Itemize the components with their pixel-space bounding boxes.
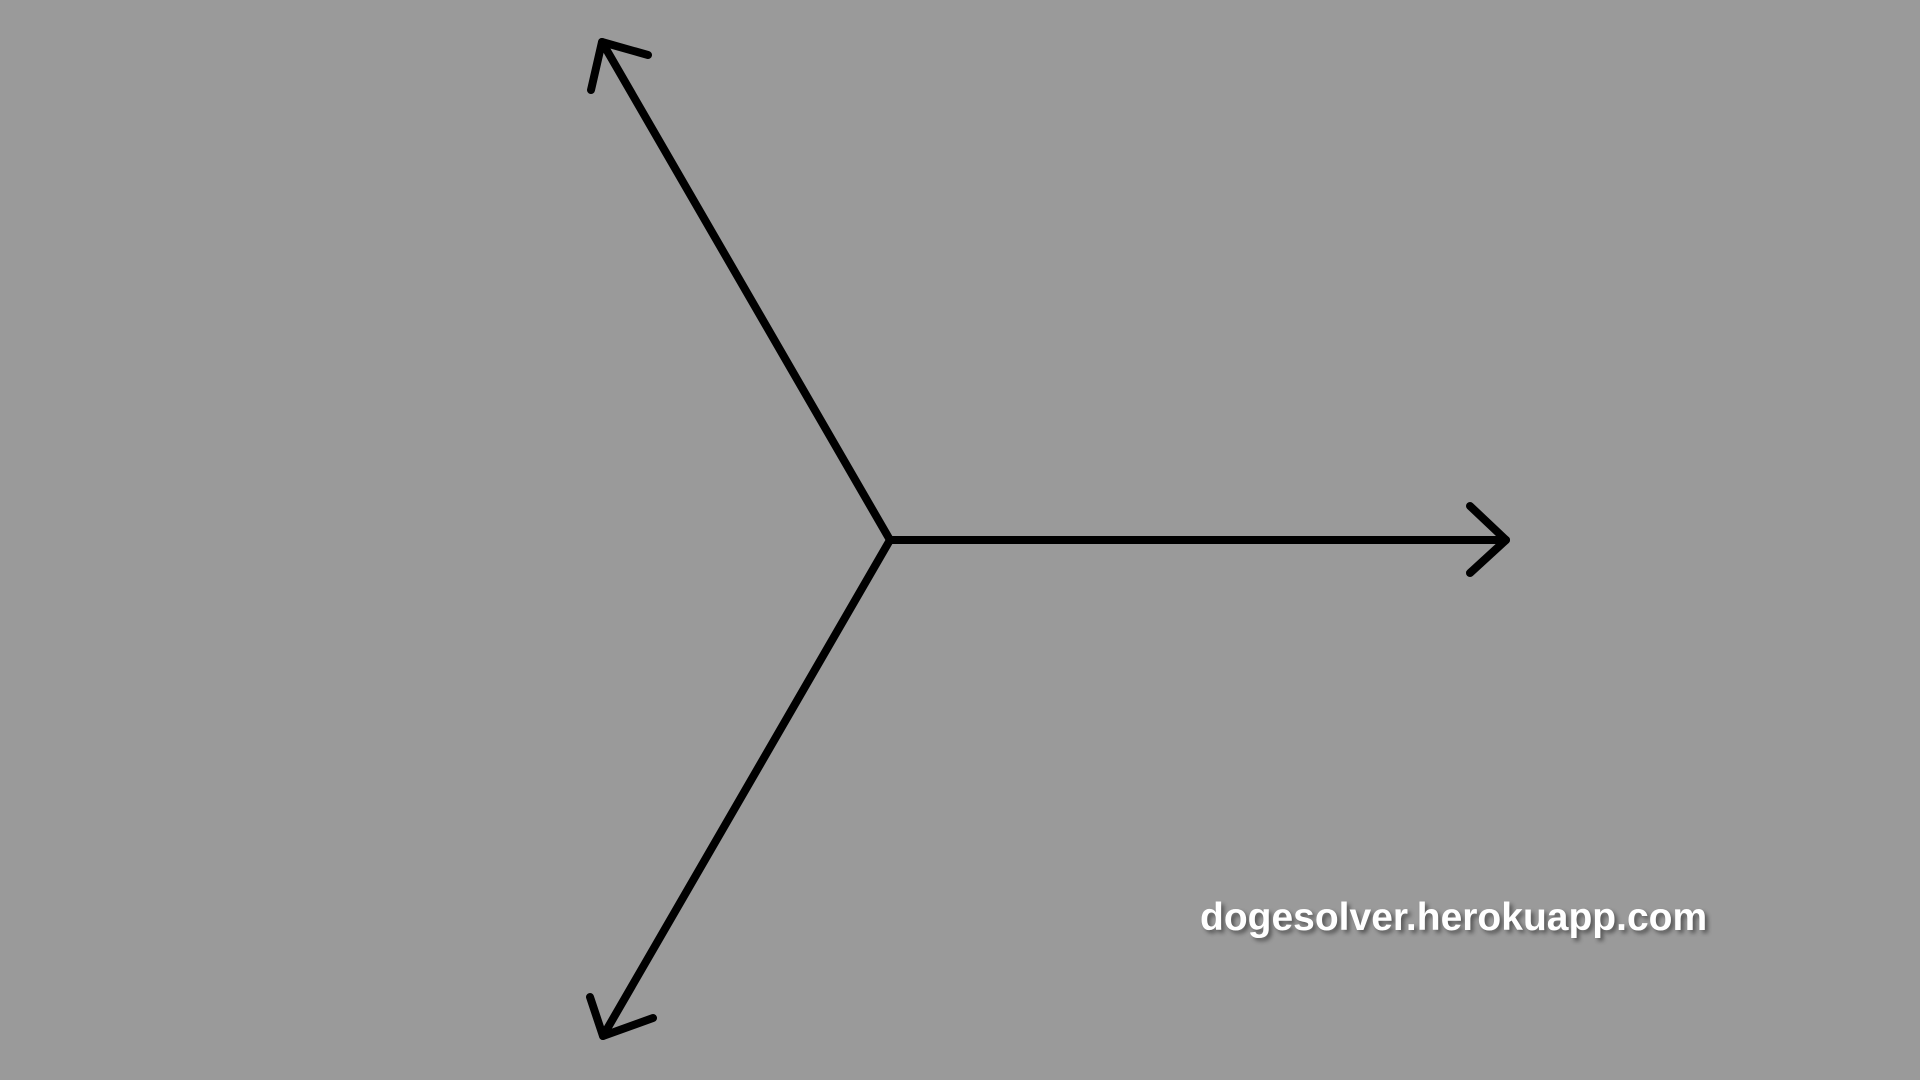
arrow-right <box>886 502 1510 577</box>
arrow-up-left-head <box>587 38 652 94</box>
arrow-up-left <box>587 38 894 544</box>
arrow-down-left <box>586 536 894 1040</box>
arrow-down-left-head <box>586 993 657 1040</box>
watermark-text: dogesolver.herokuapp.com <box>1200 896 1708 939</box>
arrow-up-left-shaft <box>598 38 894 544</box>
arrow-right-head <box>1466 502 1510 577</box>
arrow-down-left-shaft <box>599 536 894 1040</box>
